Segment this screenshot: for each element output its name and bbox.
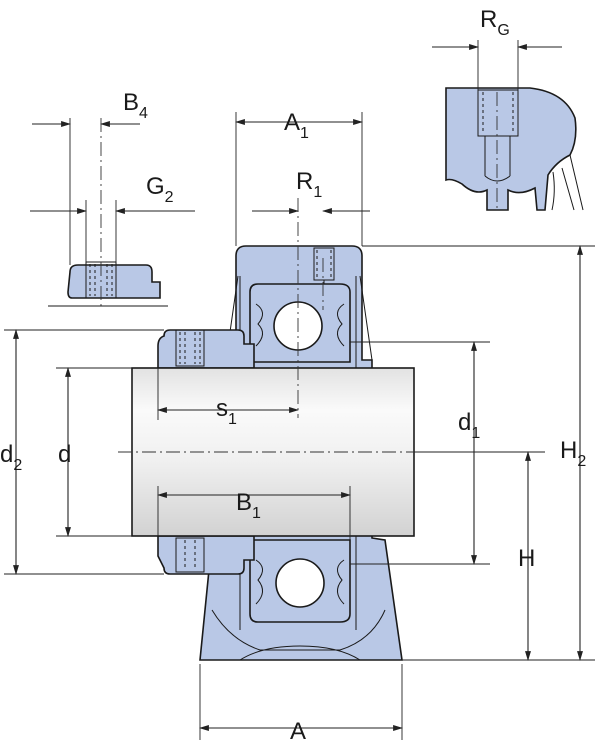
detail-rg-housing (445, 87, 577, 211)
label-h: H (518, 545, 535, 572)
label-a1: A1 (284, 109, 309, 142)
label-s1: s1 (216, 395, 237, 428)
upper-set-screw (175, 329, 205, 367)
label-rg: RG (480, 6, 510, 39)
label-d2: d2 (0, 441, 22, 474)
label-g2: G2 (146, 173, 174, 206)
main-bearing-unit (118, 198, 440, 661)
detail-collar-section (67, 264, 161, 299)
lower-ball (275, 558, 325, 608)
label-a: A (290, 718, 306, 745)
detail-rg-thread (477, 92, 519, 134)
detail-rg-view (432, 40, 584, 211)
label-d1: d1 (458, 409, 480, 442)
label-h2: H2 (560, 437, 586, 470)
upper-locking-collar (157, 329, 255, 369)
label-b1: B1 (236, 489, 261, 522)
lower-locking-collar (157, 535, 255, 575)
detail-b4-g2-view (30, 118, 195, 307)
dimension-lines (4, 112, 595, 740)
dimension-labels: RG B4 A1 R1 G2 s1 d1 d2 d H2 B1 H A (0, 6, 586, 745)
label-d: d (58, 441, 71, 468)
label-r1: R1 (296, 168, 322, 201)
lower-set-screw (175, 537, 205, 573)
label-b4: B4 (123, 89, 148, 122)
